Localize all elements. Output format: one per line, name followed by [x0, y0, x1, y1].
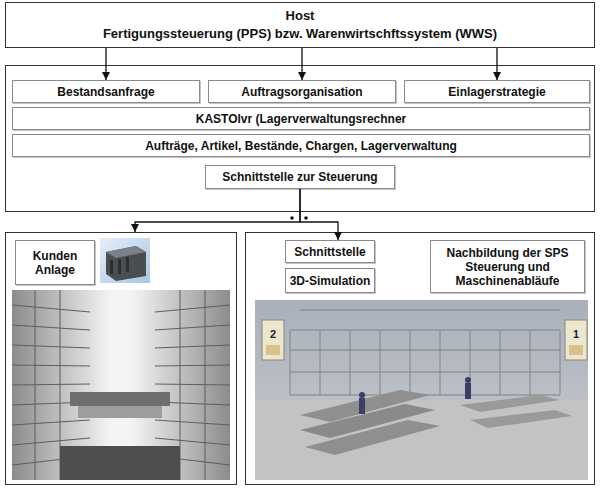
illustration-part [126, 257, 129, 272]
box-text: Einlagerstrategie [448, 85, 545, 99]
box-text: Schnittstelle zur Steuerung [222, 170, 377, 184]
process-box: Schnittstelle zur Steuerung [205, 165, 395, 189]
connector-arrow [135, 189, 300, 232]
box-text: Auftragsorganisation [241, 85, 362, 99]
illustration-part [320, 330, 321, 395]
warehouse-photo [12, 290, 230, 480]
illustration-part [155, 365, 230, 366]
box-text: Schnittstelle [294, 245, 365, 259]
illustration-part [266, 345, 280, 355]
plc-picture [100, 238, 150, 283]
process-box: Kunden Anlage [15, 240, 95, 285]
illustration-part [12, 384, 90, 385]
process-box: Aufträge, Artikel, Bestände, Chargen, La… [12, 134, 590, 157]
illustration-part [100, 238, 150, 283]
illustration-part [460, 395, 560, 412]
illustration-part [12, 290, 230, 480]
process-box: Bestandsanfrage [12, 80, 200, 103]
illustration-part [12, 305, 90, 312]
illustration-part [465, 377, 471, 383]
illustration-part [155, 420, 230, 425]
box-text: Bestandsanfrage [57, 85, 154, 99]
illustration-part [205, 290, 206, 480]
illustration-part [470, 410, 572, 428]
illustration-part [410, 330, 411, 395]
illustration-part [118, 259, 121, 274]
illustration-part [70, 392, 170, 406]
panel-number: 2 [266, 328, 280, 340]
simulation-screenshot [255, 300, 588, 480]
illustration-part [290, 330, 560, 395]
illustration-part [290, 350, 560, 351]
illustration-part [530, 330, 531, 395]
illustration-part [106, 246, 146, 258]
process-box: Nachbildung der SPS Steuerung und Maschi… [430, 240, 585, 293]
connector-arrow [105, 48, 106, 80]
box-text: Host [286, 7, 315, 25]
illustration-part [359, 398, 365, 414]
connector-arrow [301, 48, 302, 80]
switch-contact [290, 216, 294, 220]
illustration-part [290, 310, 560, 395]
process-box: Schnittstelle [285, 240, 375, 263]
illustration-part [359, 392, 365, 398]
illustration-part [60, 446, 180, 480]
illustration-part [300, 310, 560, 311]
box-text: Kunden Anlage [16, 249, 94, 277]
illustration-part [155, 438, 230, 445]
panel-number: 1 [569, 328, 583, 340]
group-frame: Bestandsanfrage Auftragsorganisation Einla… [5, 65, 595, 212]
illustration-part [110, 260, 113, 274]
illustration-part [12, 290, 230, 480]
illustration-part [35, 290, 36, 480]
box-text: Fertigungssteuerung (PPS) bzw. Warenwirt… [103, 25, 497, 43]
illustration-part [569, 345, 583, 355]
connector-arrow [300, 189, 338, 240]
box-text: Nachbildung der SPS Steuerung und Maschi… [431, 246, 584, 288]
switch-contact [304, 216, 308, 220]
illustration-part [155, 384, 230, 385]
illustration-part [465, 383, 471, 399]
illustration-part [255, 300, 588, 480]
box-text: KASTOlvr (Lagerverwaltungsrechner [196, 112, 407, 126]
illustration-part [12, 345, 90, 348]
process-box: Auftragsorganisation [208, 80, 396, 103]
box-text: 3D-Simulation [290, 274, 371, 288]
illustration-part [78, 406, 162, 418]
illustration-part [12, 365, 90, 366]
process-box: HostFertigungssteuerung (PPS) bzw. Waren… [5, 2, 595, 48]
process-box: 3D-Simulation [285, 268, 375, 293]
illustration-part [305, 420, 440, 455]
box-text: Aufträge, Artikel, Bestände, Chargen, La… [145, 139, 457, 153]
illustration-part [440, 330, 441, 395]
process-box: Einlagerstrategie [404, 80, 590, 103]
group-frame: Kunden Anlage [5, 232, 237, 485]
illustration-part [290, 372, 560, 373]
process-box: KASTOlvr (Lagerverwaltungsrechner [12, 107, 590, 130]
illustration-part [155, 345, 230, 348]
group-frame: Schnittstelle 3D-Simulation Nachbildung de… [245, 232, 595, 485]
connector-arrow [496, 48, 497, 80]
illustration-part [565, 320, 587, 360]
illustration-part [350, 330, 351, 395]
illustration-part [380, 330, 381, 395]
illustration-part [155, 305, 230, 312]
illustration-part [500, 330, 501, 395]
illustration-part [255, 400, 588, 480]
illustration-part [262, 320, 284, 360]
illustration-part [12, 325, 90, 330]
illustration-part [106, 246, 146, 281]
illustration-part [155, 325, 230, 330]
illustration-part [12, 438, 90, 445]
illustration-part [12, 420, 90, 425]
